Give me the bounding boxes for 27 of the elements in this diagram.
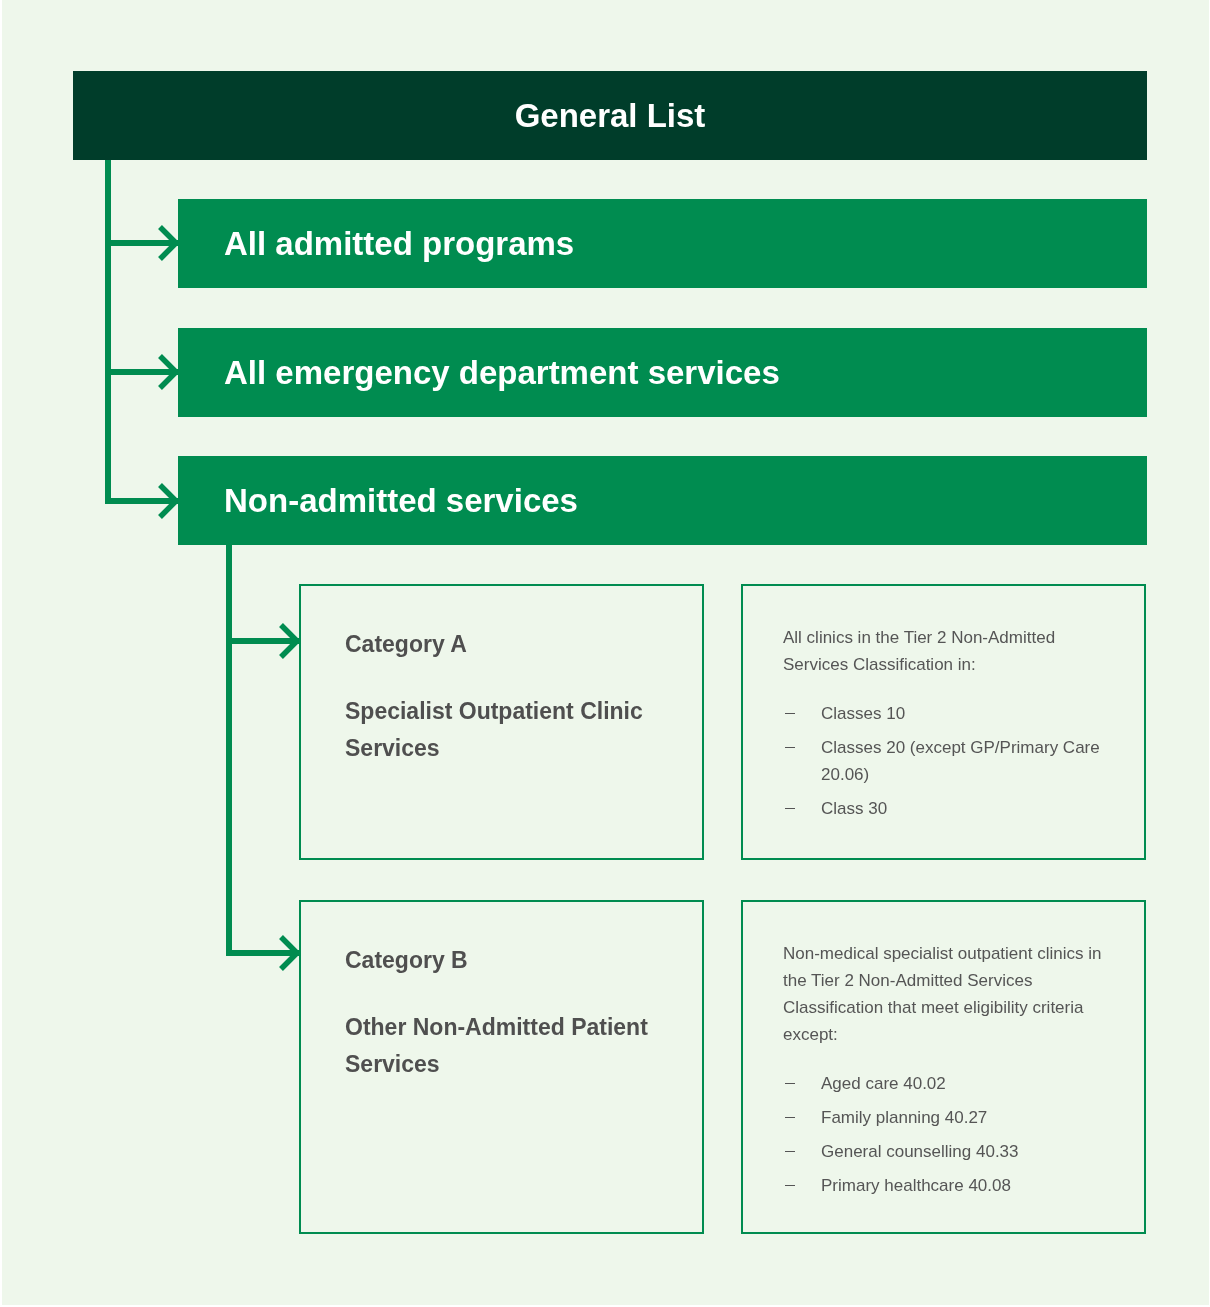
category-band — [178, 456, 1147, 545]
description-box — [741, 900, 1146, 1234]
list-item-text: Aged care 40.02 — [821, 1074, 946, 1093]
connector-arrow — [226, 545, 300, 972]
list-item-text: Family planning 40.27 — [821, 1108, 988, 1127]
category-heading: Category A — [345, 630, 468, 659]
list-item-text: Class 30 — [821, 799, 888, 818]
category-name: Other Non-Admitted Patient Services — [345, 1013, 649, 1079]
list-item-text: General counselling 40.33 — [821, 1142, 1019, 1161]
box-label: All emergency department services — [224, 353, 780, 392]
description-text: All clinics in the Tier 2 Non-Admitted Services Classification in: — [783, 627, 1057, 676]
connector-arrow — [105, 160, 179, 520]
box-label: All admitted programs — [224, 224, 575, 263]
list-item-text: Classes 20 (except GP/Primary Care 20.06) — [821, 738, 1100, 784]
box-label: General List — [514, 96, 706, 135]
description-box — [741, 584, 1146, 860]
title-bar — [73, 71, 1147, 160]
category-name: Specialist Outpatient Clinic Services — [345, 697, 644, 763]
category-band — [178, 199, 1147, 288]
category-heading: Category B — [345, 946, 469, 975]
list-item-text: Primary healthcare 40.08 — [821, 1176, 1011, 1195]
description-text: Non-medical specialist outpatient clinics in the Tier 2 Non-Admitted Services Classification that meet eligibility criteria except: — [783, 943, 1103, 1046]
category-box — [299, 900, 704, 1234]
list-item-text: Classes 10 — [821, 704, 906, 723]
category-box — [299, 584, 704, 860]
category-band — [178, 328, 1147, 417]
box-label: Non-admitted services — [224, 481, 578, 520]
